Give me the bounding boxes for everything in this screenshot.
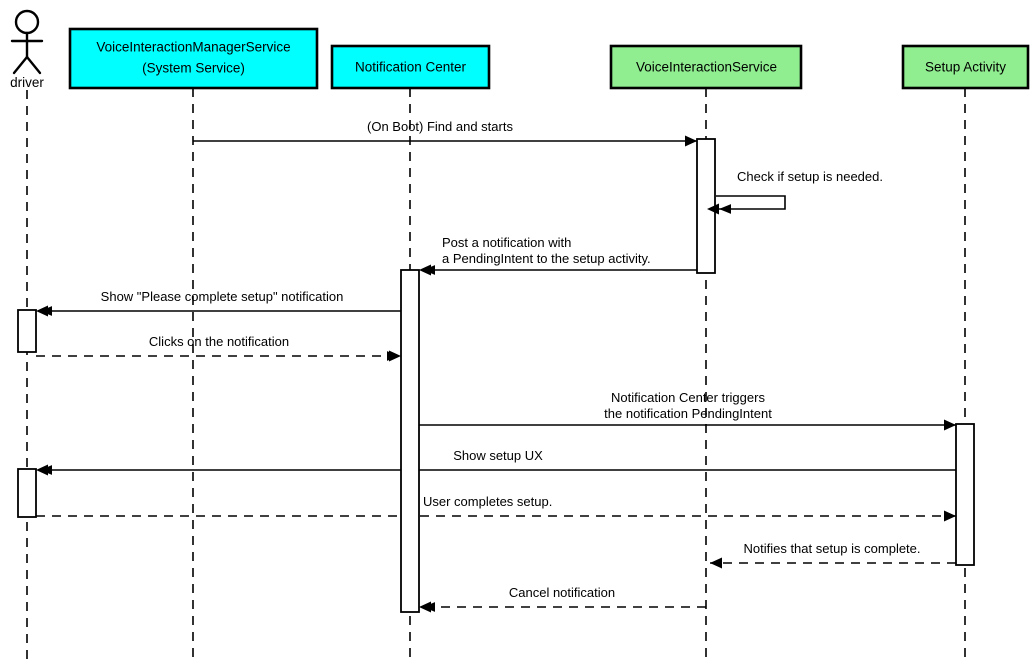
message-on-boot-find-and-starts: (On Boot) Find and starts (193, 119, 697, 146)
message-notifies-that-setup-is-complete: Notifies that setup is complete. (710, 541, 956, 568)
arrowhead-m6 (944, 419, 956, 431)
actor-driver-label: driver (10, 75, 44, 90)
participant-box-voiceinteractionservice (609, 44, 803, 90)
activation-bar-driver-setup (17, 468, 37, 518)
message-label: Cancel notification (509, 585, 615, 600)
message-label-line1: Post a notification with (442, 235, 571, 250)
message-label: Check if setup is needed. (737, 169, 883, 184)
participant-setup-activity[interactable]: Setup Activity (901, 44, 1030, 90)
participant-box-vims (68, 27, 319, 90)
participant-notification-center-label: Notification Center (355, 60, 467, 75)
message-label-line2: a PendingIntent to the setup activity. (442, 251, 651, 266)
arrowheads-overlay-group (36, 135, 956, 613)
participant-voiceinteractionmanagerservice[interactable]: VoiceInteractionManagerService (System S… (68, 27, 319, 90)
message-notification-center-triggers-pendingintent: Notification Center triggers the notific… (419, 390, 956, 430)
message-label: Notifies that setup is complete. (743, 541, 920, 556)
arrowhead-m8 (944, 510, 956, 522)
message-post-a-notification: Post a notification with a PendingIntent… (423, 235, 715, 275)
activation-bar-setup-activity (955, 423, 975, 566)
message-check-if-setup-is-needed: Check if setup is needed. (716, 169, 883, 214)
participant-voiceinteractionservice[interactable]: VoiceInteractionService (609, 44, 803, 90)
arrowhead-m2 (707, 203, 719, 215)
activation-bar-driver-notification (17, 309, 37, 353)
arrowhead-m10 (419, 601, 431, 613)
participant-box-setup-activity (901, 44, 1030, 90)
actor-driver[interactable]: driver (10, 9, 44, 90)
participant-box-notification-center (330, 44, 491, 90)
message-user-completes-setup: User completes setup. (36, 494, 956, 521)
participant-setup-activity-label: Setup Activity (925, 60, 1006, 75)
message-label-line2: the notification PendingIntent (604, 406, 772, 421)
message-show-setup-ux: Show setup UX (40, 448, 956, 475)
arrowhead-m9 (710, 557, 722, 569)
message-label-line1: Notification Center triggers (611, 390, 765, 405)
message-label: Show setup UX (453, 448, 543, 463)
activation-bar-voiceinteractionservice-boot (696, 138, 716, 274)
actor-leg-right-icon (25, 55, 42, 75)
participant-vims-label-line2: (System Service) (142, 61, 245, 76)
message-label: User completes setup. (423, 494, 552, 509)
message-label: Show "Please complete setup" notificatio… (101, 289, 344, 304)
message-label: Clicks on the notification (149, 334, 289, 349)
message-self-loop-path (716, 195, 786, 214)
actor-leg-left-icon (12, 55, 29, 75)
arrowhead-m4 (36, 305, 48, 317)
message-cancel-notification: Cancel notification (423, 585, 706, 612)
actor-head-icon (14, 9, 40, 35)
participant-boxes-group: VoiceInteractionManagerService (System S… (68, 27, 1030, 90)
participant-vims-label-line1: VoiceInteractionManagerService (96, 40, 290, 55)
message-show-please-complete-setup-notification: Show "Please complete setup" notificatio… (40, 289, 401, 316)
participant-notification-center[interactable]: Notification Center (330, 44, 491, 90)
message-clicks-on-the-notification: Clicks on the notification (36, 334, 399, 361)
arrowhead-m5 (389, 350, 401, 362)
participant-voiceinteractionservice-label: VoiceInteractionService (636, 60, 777, 75)
activation-bar-notification-center (400, 269, 420, 613)
arrowhead-m7 (36, 464, 48, 476)
arrowhead-m1 (685, 135, 697, 147)
message-label: (On Boot) Find and starts (367, 119, 513, 134)
arrowhead-m3 (419, 264, 431, 276)
